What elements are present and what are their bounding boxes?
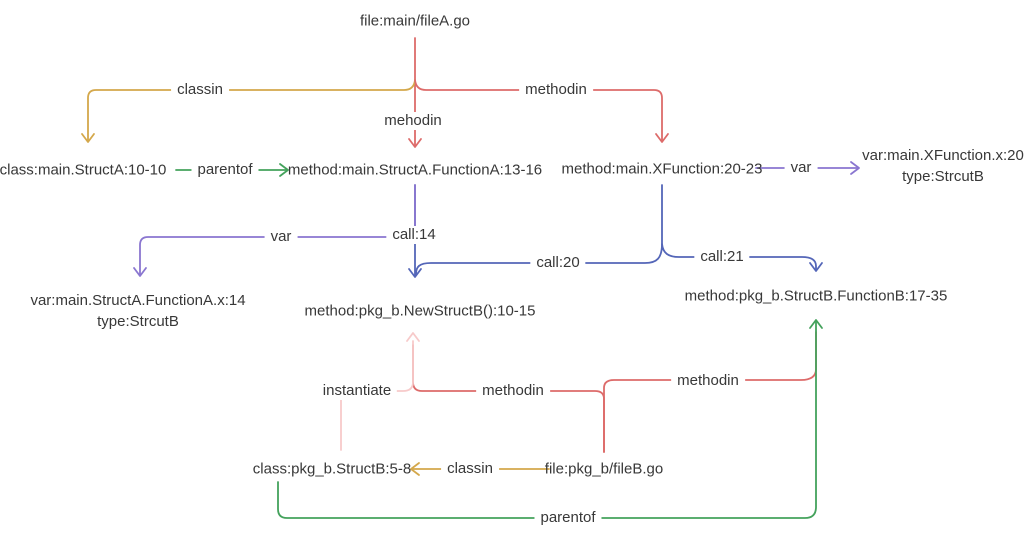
edge-label-classin-bottom: classin [441, 460, 499, 478]
edge-methodin-fileA-xfunc [414, 79, 669, 143]
edge-label-parentof-bottom: parentof [534, 509, 602, 527]
node-var-functionA-x-line1: var:main.StructA.FunctionA.x:14 [30, 292, 246, 309]
edge-label-parentof-top: parentof [191, 161, 259, 179]
node-var-functionA-x-line2: type:StrcutB [97, 313, 179, 330]
edge-methodin-fileB-funcB [603, 331, 817, 453]
node-class-main-structA: class:main.StructA:10-10 [0, 161, 167, 179]
edge-label-mehodin: mehodin [378, 112, 448, 130]
edge-parentof-structB-funcB [277, 319, 823, 519]
node-method-main-xfunction: method:main.XFunction:20-23 [561, 160, 763, 178]
edge-label-call14: call:14 [386, 226, 442, 244]
edge-label-methodin-newstructb: methodin [476, 382, 550, 400]
edge-label-call21: call:21 [694, 248, 750, 266]
node-class-pkgb-structB: class:pkg_b.StructB:5-8 [252, 460, 412, 478]
edge-label-call20: call:20 [530, 254, 586, 272]
edge-mehodin-fileA-funcA [408, 37, 422, 148]
node-file-main-fileA: file:main/fileA.go [359, 12, 471, 30]
node-method-newstructb: method:pkg_b.NewStructB():10-15 [304, 302, 536, 320]
edge-label-var-right: var [784, 159, 818, 177]
edge-label-instantiate: instantiate [316, 382, 398, 400]
edge-label-classin-top: classin [171, 81, 229, 99]
node-file-pkgb-fileB: file:pkg_b/fileB.go [544, 460, 664, 478]
node-method-main-functionA: method:main.StructA.FunctionA:13-16 [287, 161, 543, 179]
node-method-functionB: method:pkg_b.StructB.FunctionB:17-35 [684, 287, 948, 305]
node-var-functionA-x: var:main.StructA.FunctionA.x:14 type:Str… [30, 290, 245, 332]
node-var-xfunction-x: var:main.XFunction.x:20 type:StrcutB [862, 145, 1024, 187]
node-var-xfunction-x-line2: type:StrcutB [902, 168, 984, 185]
edge-classin-fileA-structA [81, 79, 416, 143]
node-var-xfunction-x-line1: var:main.XFunction.x:20 [862, 147, 1024, 164]
edge-label-methodin-functionB: methodin [671, 372, 745, 390]
edge-label-var-left: var [264, 228, 298, 246]
edge-label-methodin-top: methodin [519, 81, 593, 99]
